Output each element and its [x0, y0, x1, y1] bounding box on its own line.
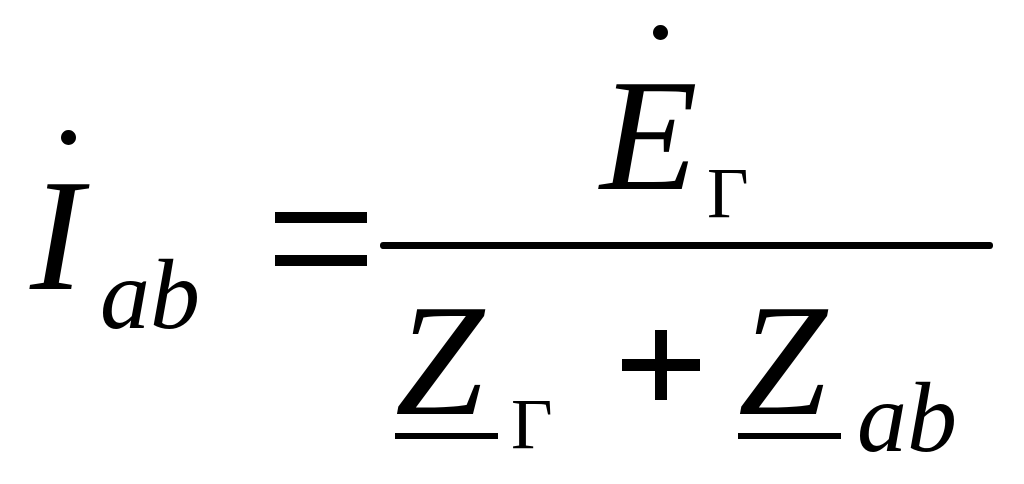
lhs-subscript: ab [100, 239, 200, 350]
denominator-term2-symbol: Z [738, 271, 827, 449]
denominator-term1-underline [395, 433, 498, 439]
lhs-symbol: I [30, 146, 84, 324]
lhs-dot [61, 130, 76, 145]
denominator-term2-underline [738, 433, 841, 439]
denominator-term2-subscript: ab [857, 362, 957, 473]
denominator-term1-subscript: Γ [511, 384, 553, 464]
numerator-symbol: E [600, 46, 698, 224]
numerator-dot [653, 25, 668, 40]
denominator-term1-symbol: Z [395, 271, 484, 449]
plus-sign [622, 330, 700, 400]
equals-sign [275, 212, 367, 266]
numerator-subscript: Γ [707, 153, 749, 233]
fraction-bar [380, 242, 993, 249]
